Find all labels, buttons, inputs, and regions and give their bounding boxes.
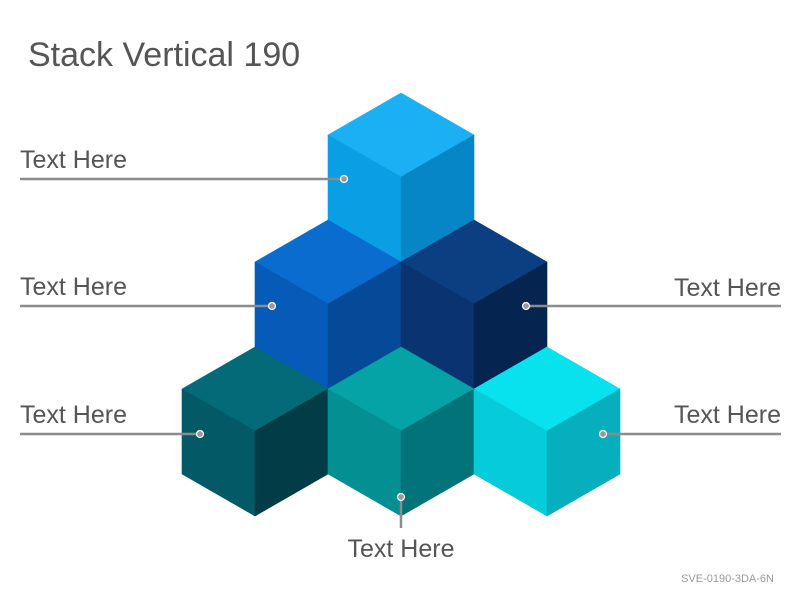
label-bottom-center: Text Here (348, 535, 455, 563)
label-mid-left: Text Here (20, 273, 127, 301)
cube-teal-bottom-center (327, 346, 475, 517)
leader-dot-mid-left (267, 301, 277, 311)
cube-dark-teal-bottom-left (181, 346, 329, 517)
slide-code: SVE-0190-3DA-6N (681, 573, 774, 585)
leader-dot-top-left (339, 174, 349, 184)
leader-dot-mid-right (521, 301, 531, 311)
leader-dot-bottom-right (598, 429, 608, 439)
page-title: Stack Vertical 190 (28, 36, 301, 74)
leader-dot-bottom-left (195, 429, 205, 439)
label-bottom-left: Text Here (20, 401, 127, 429)
leader-dot-bottom-center (396, 492, 406, 502)
label-top-left: Text Here (20, 146, 127, 174)
label-bottom-right: Text Here (674, 401, 781, 429)
label-mid-right: Text Here (674, 274, 781, 302)
cube-cyan-bottom-right (473, 346, 621, 517)
